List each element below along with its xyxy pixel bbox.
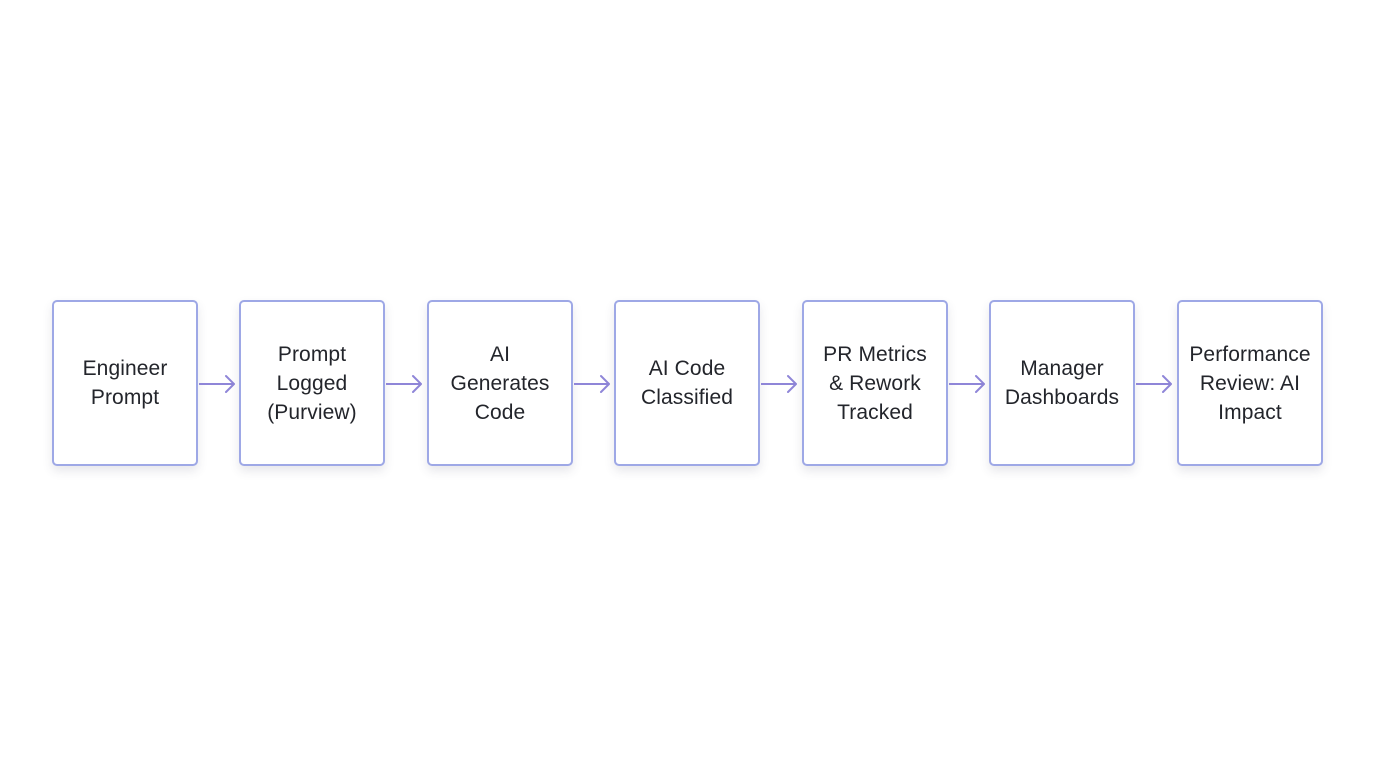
arrow-right-icon <box>199 375 235 393</box>
arrow-right-icon <box>574 375 610 393</box>
step-label: Performance Review: AI Impact <box>1189 342 1311 424</box>
arrow-right-icon <box>949 375 985 393</box>
step-label: PR Metrics & Rework Tracked <box>823 342 927 424</box>
step-manager-dashboards: Manager Dashboards <box>989 300 1135 466</box>
step-label: AI Code Classified <box>640 357 734 409</box>
step-pr-metrics-rework: PR Metrics & Rework Tracked <box>802 300 948 466</box>
step-prompt-logged: Prompt Logged (Purview) <box>239 300 385 466</box>
step-ai-code-classified: AI Code Classified <box>614 300 760 466</box>
step-label: Prompt Logged (Purview) <box>267 342 357 424</box>
step-ai-generates-code: AI Generates Code <box>427 300 573 466</box>
step-label: Engineer Prompt <box>82 357 168 409</box>
arrow-right-icon <box>1136 375 1172 393</box>
step-engineer-prompt: Engineer Prompt <box>52 300 198 466</box>
step-performance-review: Performance Review: AI Impact <box>1177 300 1323 466</box>
arrow-right-icon <box>761 375 797 393</box>
step-label: Manager Dashboards <box>1004 357 1120 409</box>
arrow-right-icon <box>386 375 422 393</box>
step-label: AI Generates Code <box>450 342 550 424</box>
